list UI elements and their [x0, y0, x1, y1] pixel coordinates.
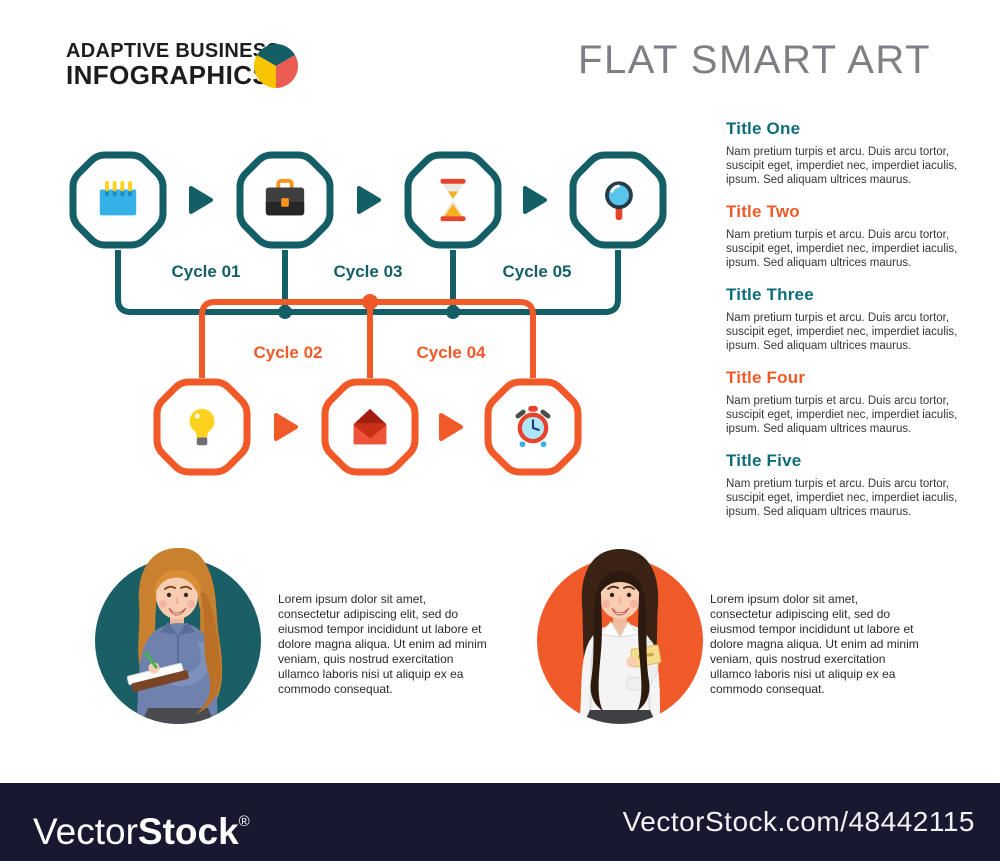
- watermark-url: VectorStock.com/48442115: [622, 806, 975, 837]
- arrow-right-icon: [439, 413, 463, 441]
- briefcase-icon: [265, 178, 305, 216]
- vectorstock-logo-bold: Stock: [137, 811, 239, 852]
- vectorstock-logo-regular: Vector: [33, 811, 138, 852]
- cycle-node-lightbulb: [152, 377, 252, 477]
- cycle-node-alarm-clock: [483, 377, 583, 477]
- section-title-one: Title One Nam pretium turpis et arcu. Du…: [726, 119, 961, 187]
- section-title-three: Title Three Nam pretium turpis et arcu. …: [726, 285, 961, 353]
- section-body: Nam pretium turpis et arcu. Duis arcu to…: [726, 229, 958, 269]
- cycle-03-label: Cycle 03: [333, 262, 403, 281]
- businesswoman-card-avatar: [537, 549, 703, 724]
- businesswoman-writing-avatar: [95, 548, 261, 724]
- hourglass-icon: [440, 178, 466, 222]
- cycle-node-magnifier: [568, 150, 668, 250]
- cycle-02-label: Cycle 02: [253, 343, 323, 362]
- section-title-four: Title Four Nam pretium turpis et arcu. D…: [726, 368, 961, 436]
- cycle-04-label: Cycle 04: [416, 343, 486, 362]
- cycle-node-calendar: [68, 150, 168, 250]
- cycle-01-label: Cycle 01: [171, 262, 241, 281]
- cycle-node-briefcase: [235, 150, 335, 250]
- cycle-node-hourglass: [403, 150, 503, 250]
- alarm-clock-icon: [515, 405, 551, 448]
- section-heading: Title Three: [726, 285, 814, 304]
- magnifier-icon: [605, 181, 633, 221]
- brand-line2: INFOGRAPHICS: [66, 60, 271, 90]
- lightbulb-icon: [189, 408, 215, 446]
- brand-line1: ADAPTIVE BUSINESS: [66, 40, 281, 62]
- titles-column: Title One Nam pretium turpis et arcu. Du…: [726, 119, 961, 534]
- envelope-icon: [353, 408, 387, 445]
- profile-text: Lorem ipsum dolor sit amet, consectetur …: [278, 592, 487, 696]
- profile-text: Lorem ipsum dolor sit amet, consectetur …: [710, 592, 919, 696]
- pie-chart-icon: [254, 44, 298, 88]
- cycle-connector-lines: [115, 250, 621, 378]
- section-body: Nam pretium turpis et arcu. Duis arcu to…: [726, 146, 958, 186]
- cycle-05-label: Cycle 05: [502, 262, 572, 281]
- calendar-icon: [99, 180, 137, 216]
- vectorstock-logo: VectorStock®: [33, 783, 250, 861]
- arrow-right-icon: [189, 186, 213, 214]
- arrow-right-icon: [357, 186, 381, 214]
- section-title-two: Title Two Nam pretium turpis et arcu. Du…: [726, 202, 961, 270]
- section-body: Nam pretium turpis et arcu. Duis arcu to…: [726, 478, 958, 518]
- arrow-right-icon: [274, 413, 298, 441]
- arrow-right-icon: [523, 186, 547, 214]
- watermark-bar: VectorStock® VectorStock.com/48442115: [0, 783, 1000, 861]
- section-heading: Title Four: [726, 368, 806, 387]
- section-body: Nam pretium turpis et arcu. Duis arcu to…: [726, 395, 958, 435]
- section-body: Nam pretium turpis et arcu. Duis arcu to…: [726, 312, 958, 352]
- page-title: FLAT SMART ART: [578, 38, 931, 82]
- registered-mark: ®: [238, 813, 250, 830]
- section-heading: Title Two: [726, 202, 800, 221]
- cycle-node-envelope: [320, 377, 420, 477]
- brand-logo: ADAPTIVE BUSINESS INFOGRAPHICS: [66, 40, 280, 88]
- section-heading: Title Five: [726, 451, 802, 470]
- section-heading: Title One: [726, 119, 801, 138]
- section-title-five: Title Five Nam pretium turpis et arcu. D…: [726, 451, 961, 519]
